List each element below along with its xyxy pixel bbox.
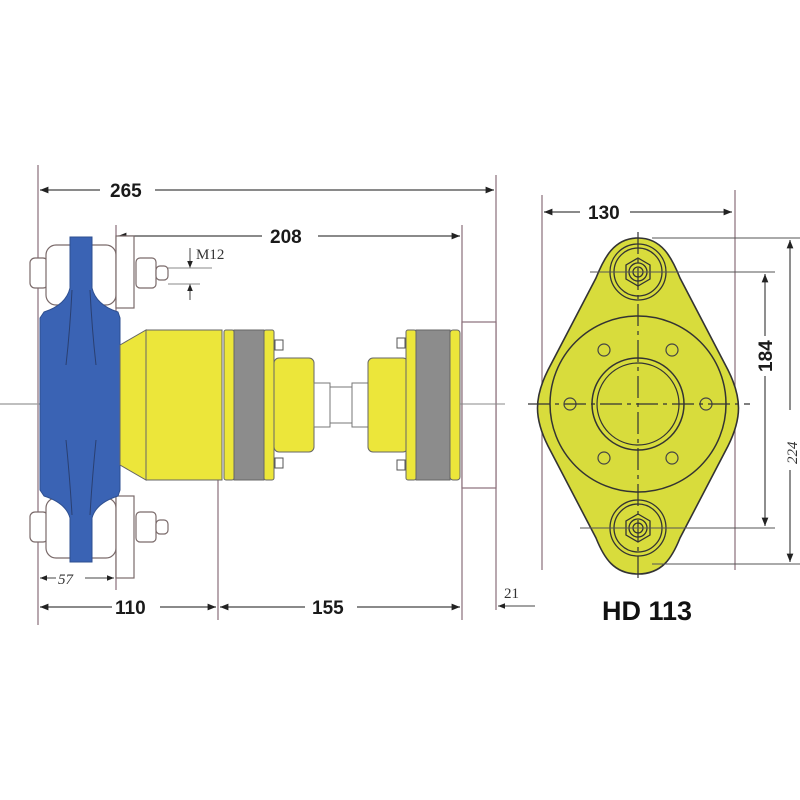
- yellow-cone: [119, 329, 147, 481]
- dimension-155: 155: [220, 598, 460, 619]
- bottom-bolt-assembly: [29, 495, 169, 579]
- yellow-cylinder: [145, 329, 223, 481]
- dim-21-label: 21: [504, 586, 519, 602]
- dimension-21: 21: [498, 586, 535, 609]
- front-view: 130: [528, 190, 800, 626]
- dim-m12-label: M12: [196, 247, 224, 263]
- gray-ring-right: [415, 329, 451, 481]
- dimension-208: 208: [117, 227, 460, 248]
- dim-265-label: 265: [110, 181, 142, 202]
- dimension-265: 265: [40, 181, 494, 202]
- dim-184-label: 184: [756, 340, 777, 372]
- dimension-184: 184: [756, 274, 777, 526]
- gray-ring-left: [233, 329, 265, 481]
- dimension-224: 224: [785, 240, 800, 562]
- mounting-plate: [461, 321, 497, 489]
- dimension-130: 130: [544, 203, 732, 224]
- dim-57-label: 57: [58, 572, 75, 588]
- dim-110-label: 110: [115, 598, 146, 619]
- right-hub: [367, 357, 409, 453]
- model-title: HD 113: [602, 596, 692, 626]
- blue-mount-body: [39, 236, 121, 563]
- top-bolt-assembly: [29, 235, 169, 309]
- shaft: [313, 382, 369, 428]
- dimension-110: 110: [40, 598, 216, 619]
- left-hub: [273, 357, 315, 453]
- dimension-57: 57: [40, 572, 114, 588]
- dim-130-label: 130: [588, 203, 620, 224]
- dim-155-label: 155: [312, 598, 344, 619]
- side-view: 265 208 M12: [0, 165, 535, 625]
- dim-224-label: 224: [785, 441, 800, 464]
- dim-208-label: 208: [270, 227, 302, 248]
- dimension-m12: M12: [168, 247, 224, 300]
